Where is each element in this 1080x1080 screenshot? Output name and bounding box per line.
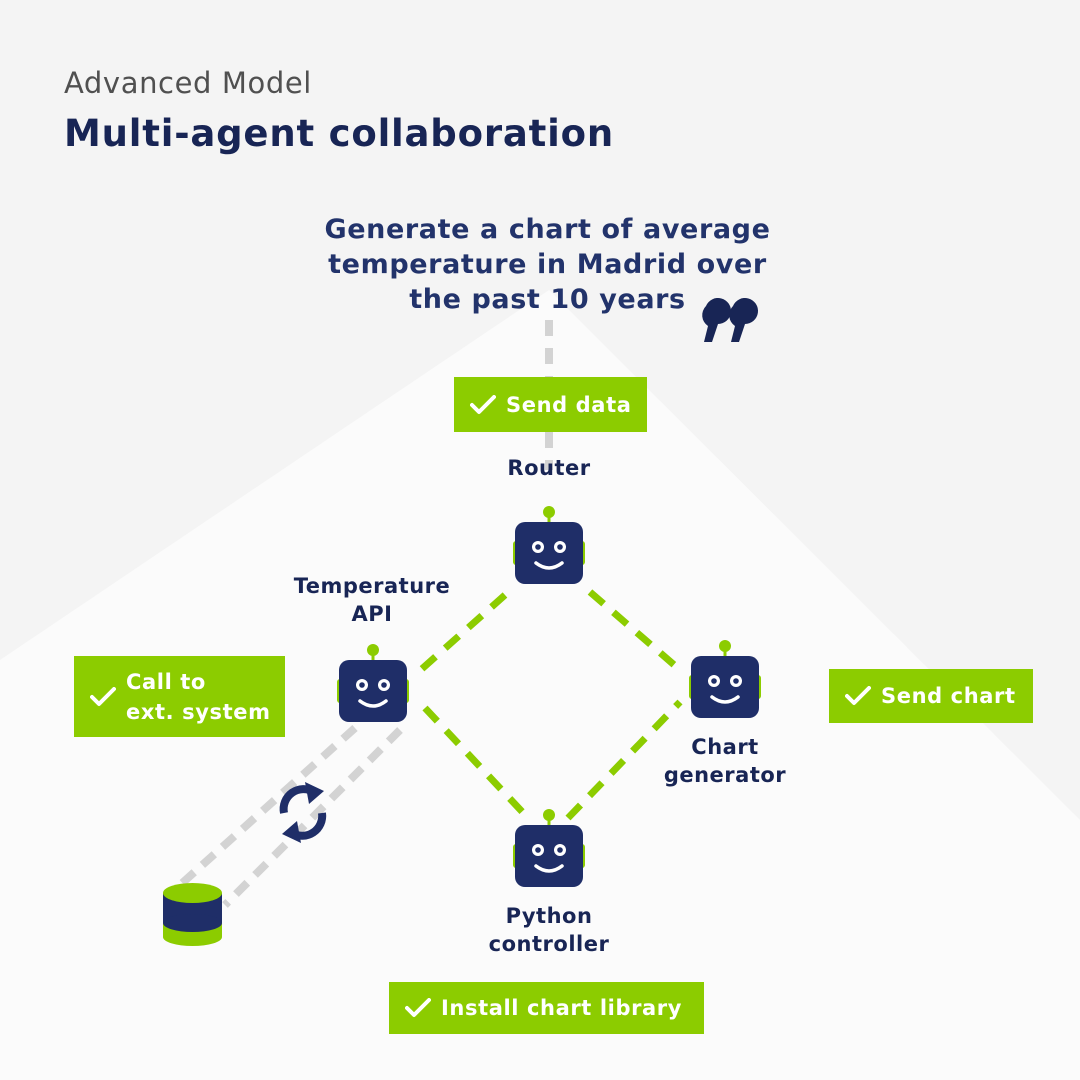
- connection-temperature-python: [422, 705, 531, 821]
- tag-install-lib-label: Install chart library: [441, 996, 683, 1020]
- python-controller-label-line: controller: [488, 932, 610, 956]
- checkmark-icon: [470, 394, 496, 414]
- user-prompt: Generate a chart of average temperature …: [300, 212, 795, 317]
- temperature-api-label-line: Temperature: [293, 574, 451, 598]
- tag-send-chart-label: Send chart: [881, 684, 1016, 708]
- chart-generator-label: Chart generator: [645, 733, 805, 789]
- prompt-line: temperature in Madrid over: [328, 249, 767, 280]
- checkmark-icon: [845, 686, 871, 705]
- quote-icon: [702, 298, 758, 342]
- python-controller-label-line: Python: [505, 904, 593, 928]
- page-subtitle: Advanced Model: [64, 66, 312, 100]
- agent-connections: [412, 589, 683, 821]
- chart-generator-label-line: generator: [663, 763, 787, 787]
- prompt-line: Generate a chart of average: [324, 214, 771, 245]
- tag-call-ext-system: Call to ext. system: [74, 656, 285, 737]
- chart-generator-label-line: Chart: [691, 735, 759, 759]
- router-label-line: Router: [507, 456, 591, 480]
- connector-api-database: [177, 725, 403, 908]
- tag-send-data: Send data: [454, 377, 647, 432]
- checkmark-icon: [405, 998, 431, 1017]
- checkmark-icon: [90, 686, 116, 706]
- connection-router-chart: [587, 589, 683, 673]
- prompt-line: the past 10 years: [409, 284, 686, 315]
- tag-send-chart: Send chart: [829, 669, 1033, 723]
- connection-router-temperature: [412, 592, 508, 678]
- tag-install-chart-library: Install chart library: [389, 982, 704, 1034]
- background-diamond: [0, 290, 1080, 1080]
- router-label: Router: [459, 454, 639, 482]
- tag-call-ext-label-line: Call to: [126, 669, 206, 694]
- page-title: Multi-agent collaboration: [64, 112, 614, 155]
- temperature-api-label-line: API: [351, 602, 393, 626]
- python-controller-label: Python controller: [459, 902, 639, 958]
- connection-python-chart: [565, 699, 683, 821]
- temperature-api-label: Temperature API: [272, 572, 472, 628]
- sync-arrows-icon: [279, 782, 327, 843]
- tag-send-data-label: Send data: [506, 392, 632, 417]
- tag-call-ext-label-line: ext. system: [126, 699, 271, 724]
- database-icon: [163, 883, 222, 946]
